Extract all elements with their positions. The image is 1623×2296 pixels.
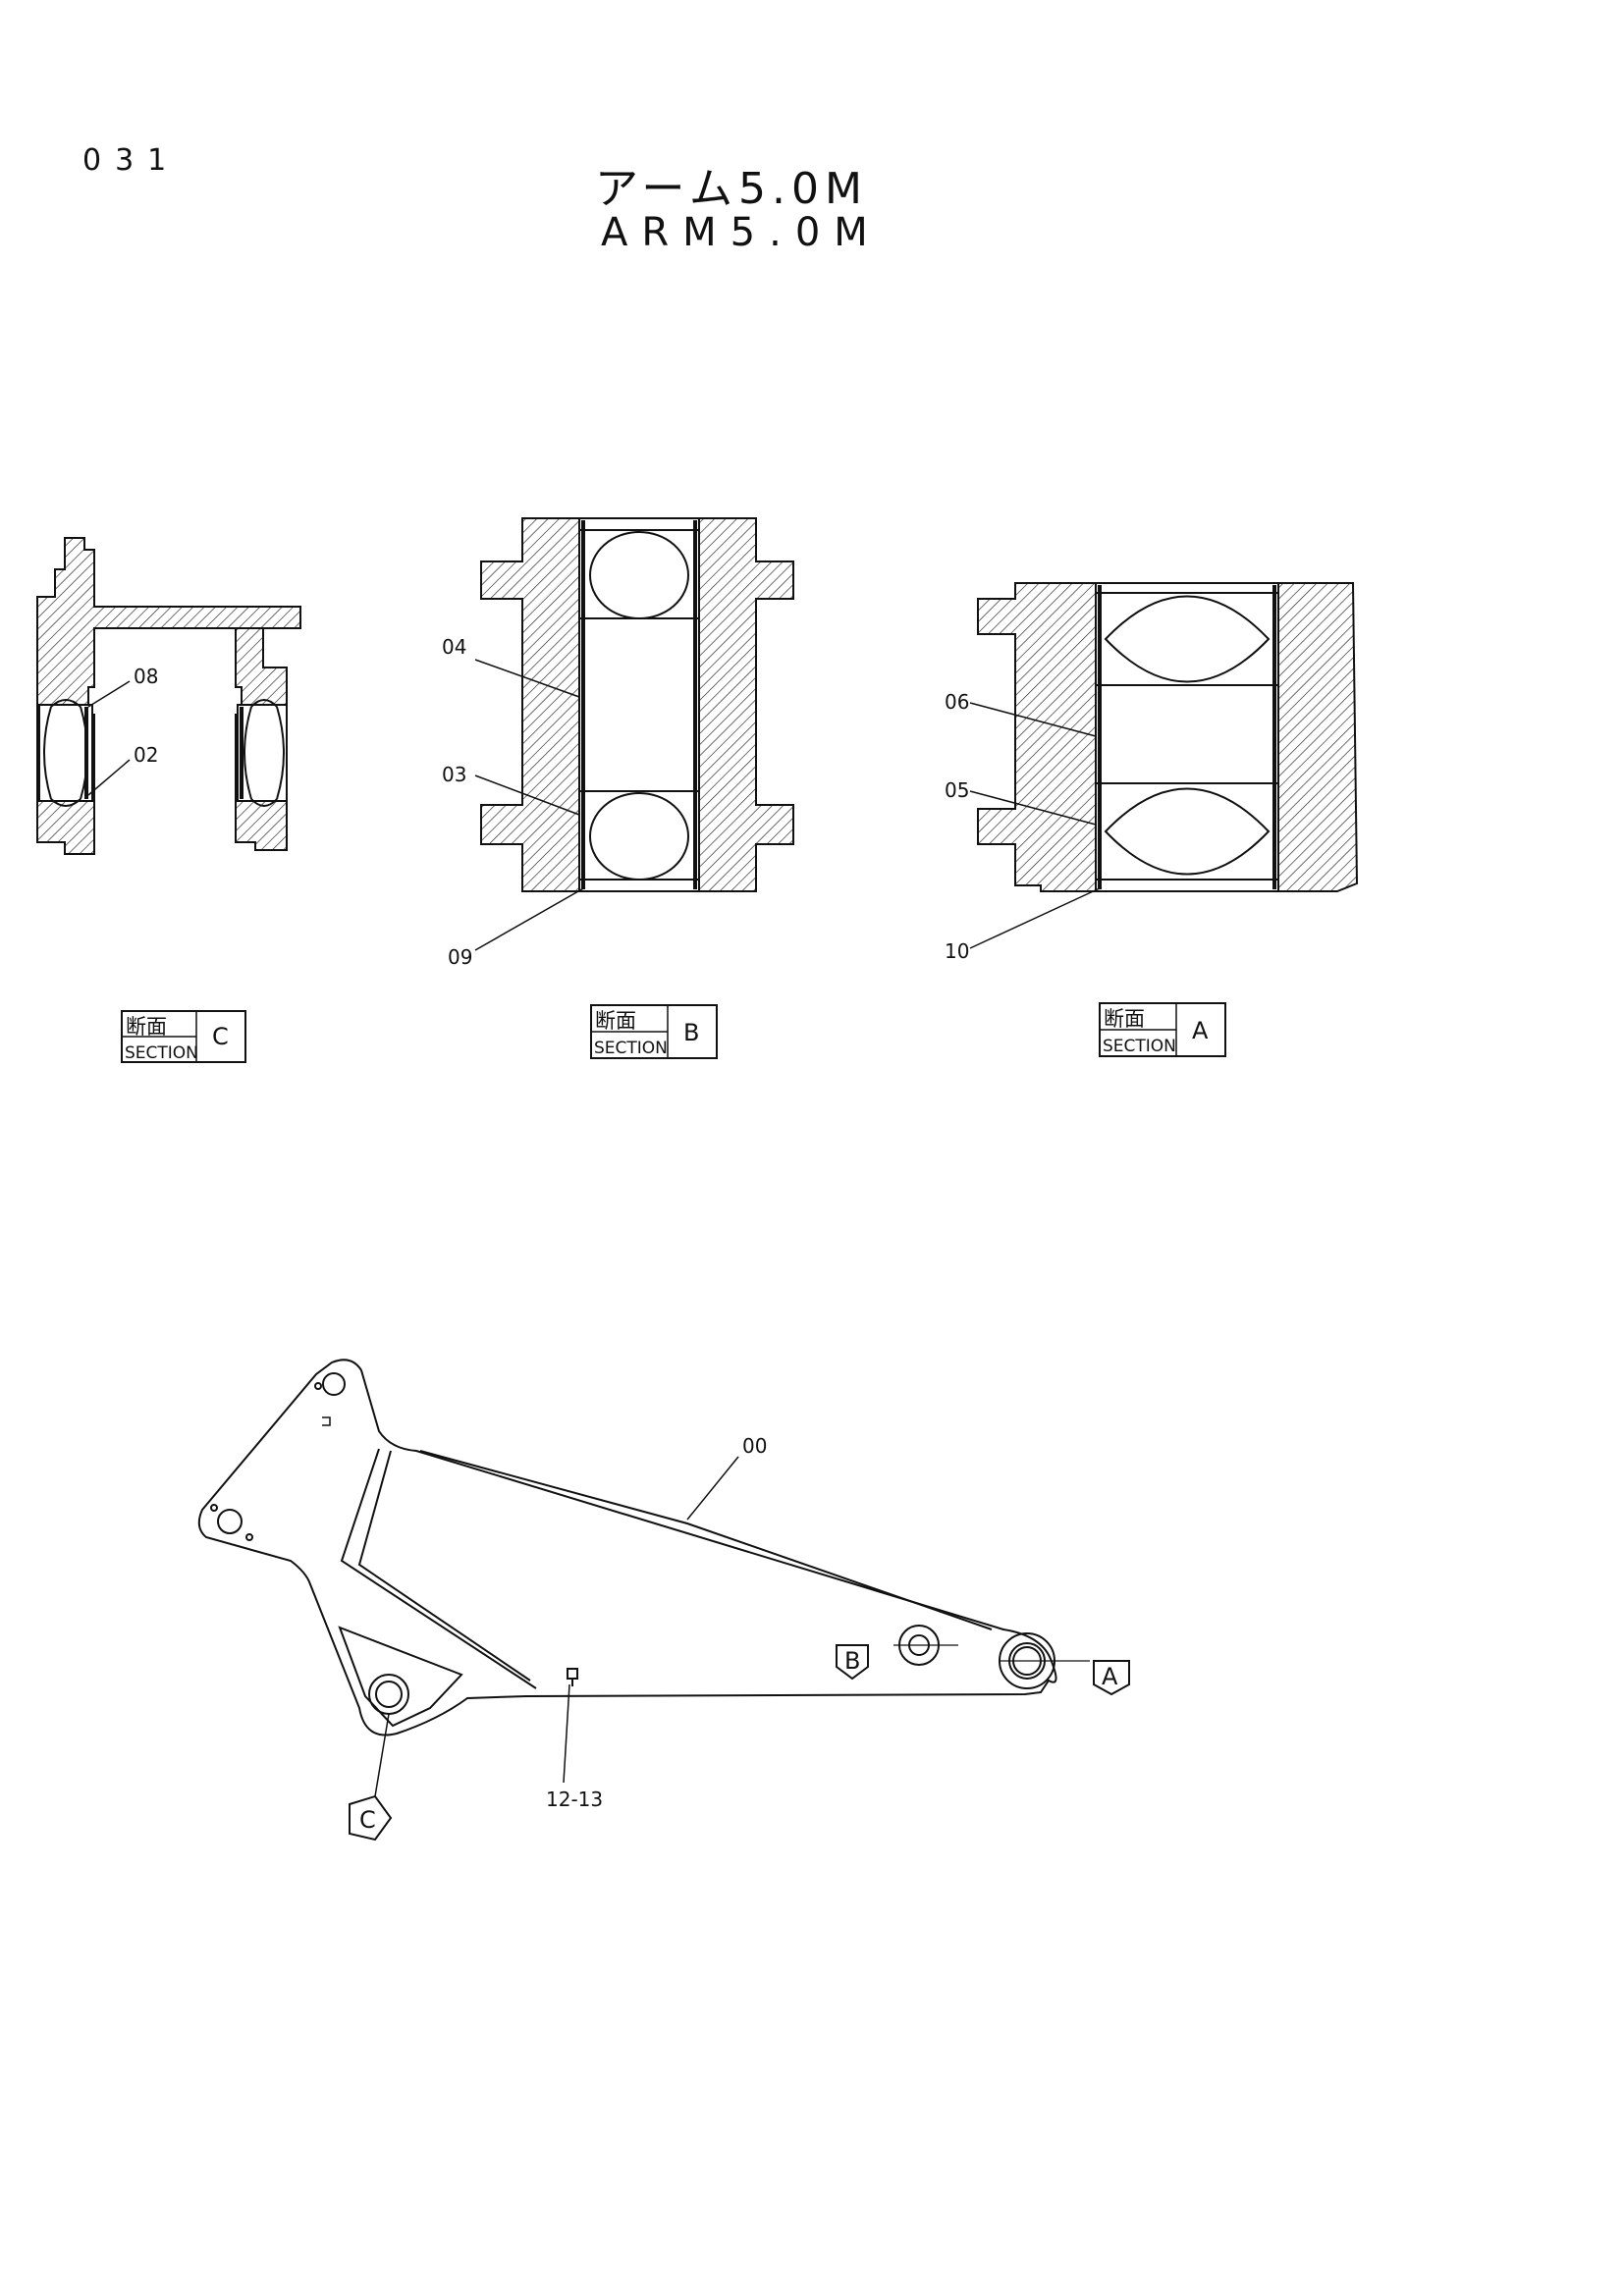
section-b-view bbox=[474, 517, 794, 951]
arm-side-view bbox=[197, 1359, 1130, 1842]
title-english: ARM5.0M bbox=[601, 210, 882, 255]
section-a-upper-seal bbox=[1104, 595, 1271, 683]
section-c-right-bushing bbox=[237, 704, 288, 802]
section-a-left-wall bbox=[977, 582, 1097, 892]
part-label-00: 00 bbox=[742, 1434, 767, 1458]
part-label-12-13: 12-13 bbox=[546, 1788, 603, 1811]
section-c-view bbox=[36, 537, 301, 855]
section-a-label-en: SECTION bbox=[1103, 1037, 1176, 1056]
section-a-letter: A bbox=[1192, 1017, 1209, 1044]
section-a-right-wall bbox=[1277, 582, 1359, 892]
section-a-view bbox=[969, 582, 1359, 949]
view-marker-c-shape bbox=[349, 1794, 393, 1842]
arm-outline bbox=[197, 1359, 1057, 1736]
view-marker-b-shape bbox=[836, 1644, 869, 1681]
part-label-02: 02 bbox=[134, 743, 158, 767]
section-b-lower-seal bbox=[589, 792, 689, 881]
arm-inner-rib bbox=[340, 1448, 537, 1689]
section-b-label-en: SECTION bbox=[594, 1039, 668, 1058]
arm-upper-plate bbox=[419, 1450, 993, 1630]
part-label-08: 08 bbox=[134, 665, 158, 688]
arm-pin-hole-left bbox=[217, 1509, 243, 1534]
section-label-a: 断面 SECTION A bbox=[1099, 1002, 1226, 1057]
section-b-label-jp: 断面 bbox=[595, 1009, 636, 1033]
part-label-09: 09 bbox=[448, 945, 472, 969]
section-c-letter: C bbox=[212, 1023, 229, 1050]
section-c-label-jp: 断面 bbox=[126, 1015, 167, 1039]
section-label-c: 断面 SECTION C bbox=[121, 1010, 246, 1063]
part-label-05: 05 bbox=[945, 778, 969, 802]
view-marker-a-shape bbox=[1093, 1660, 1130, 1696]
grease-fitting-12-13 bbox=[567, 1668, 578, 1686]
section-b-letter: B bbox=[683, 1019, 699, 1046]
section-a-label-jp: 断面 bbox=[1104, 1007, 1145, 1031]
page-number: 031 bbox=[82, 143, 181, 178]
section-b-upper-seal bbox=[589, 531, 689, 619]
part-label-10: 10 bbox=[945, 939, 969, 963]
part-label-04: 04 bbox=[442, 635, 466, 659]
arm-bracket bbox=[338, 1626, 463, 1728]
part-label-06: 06 bbox=[945, 690, 969, 714]
section-a-lower-seal bbox=[1104, 787, 1271, 876]
part-label-03: 03 bbox=[442, 763, 466, 786]
section-label-b: 断面 SECTION B bbox=[590, 1004, 718, 1059]
view-marker-b: B bbox=[844, 1647, 860, 1675]
arm-pin-hole-top bbox=[322, 1372, 346, 1396]
section-b-right-wall bbox=[698, 517, 794, 892]
section-c-label-en: SECTION bbox=[125, 1043, 198, 1063]
view-marker-a: A bbox=[1102, 1663, 1118, 1690]
section-b-left-wall bbox=[480, 517, 580, 892]
title-japanese: アーム5.0M bbox=[595, 164, 868, 214]
view-marker-c: C bbox=[359, 1806, 376, 1834]
